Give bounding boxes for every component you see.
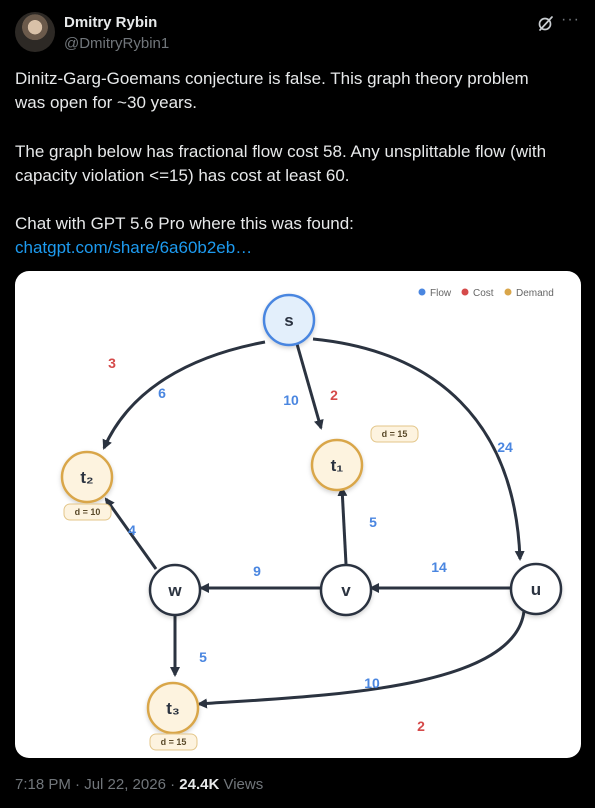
node-t1: t₁ bbox=[310, 438, 364, 492]
grok-icon[interactable] bbox=[537, 14, 555, 32]
edge-s-t1-flow: 10 bbox=[283, 392, 299, 408]
demand-t1-text: d = 15 bbox=[382, 429, 408, 439]
edge-w-t2-flow: 4 bbox=[128, 522, 136, 538]
demand-badge-t1: d = 15 bbox=[370, 425, 419, 443]
demand-t2-text: d = 10 bbox=[75, 507, 101, 517]
author-handle[interactable]: @DmitryRybin1 bbox=[64, 35, 170, 52]
demand-badge-t2: d = 10 bbox=[63, 503, 112, 521]
node-u: u bbox=[509, 562, 563, 616]
post-text-line-1: Dinitz-Garg-Goemans conjecture is false.… bbox=[15, 69, 529, 88]
demand-badge-t3: d = 15 bbox=[149, 733, 198, 751]
post-timestamp[interactable]: 7:18 PM · Jul 22, 2026 · bbox=[15, 776, 180, 793]
post-metadata: 7:18 PM · Jul 22, 2026 · 24.4K Views bbox=[15, 776, 263, 793]
graph-image[interactable]: Flow Cost Demand 3 6 10 2 24 5 4 9 14 bbox=[15, 271, 581, 758]
edge-s-t2-flow: 6 bbox=[158, 385, 166, 401]
node-u-label: u bbox=[531, 580, 541, 599]
node-t1-label: t₁ bbox=[331, 456, 344, 475]
node-t3-label: t₃ bbox=[166, 699, 180, 718]
post-text-line-3: The graph below has fractional flow cost… bbox=[15, 142, 547, 161]
edge-u-t3-flow: 10 bbox=[364, 675, 380, 691]
edge-v-t1-flow: 5 bbox=[369, 514, 377, 530]
edge-v-t1 bbox=[337, 486, 348, 565]
legend-cost-dot bbox=[461, 288, 469, 296]
views-count: 24.4K bbox=[179, 776, 220, 793]
edge-u-v-flow: 14 bbox=[431, 559, 447, 575]
legend-flow-label: Flow bbox=[430, 288, 452, 299]
views-label: Views bbox=[219, 776, 264, 793]
node-w: w bbox=[148, 563, 202, 617]
post-text-line-5: Chat with GPT 5.6 Pro where this was fou… bbox=[15, 214, 354, 233]
legend-cost-label: Cost bbox=[473, 288, 494, 299]
author-name[interactable]: Dmitry Rybin bbox=[64, 14, 158, 31]
legend-flow-dot bbox=[418, 288, 426, 296]
edge-v-w-flow: 9 bbox=[253, 563, 261, 579]
edge-s-u-flow: 24 bbox=[497, 439, 513, 455]
edge-w-t2 bbox=[104, 497, 158, 570]
node-s-label: s bbox=[284, 311, 293, 330]
edge-u-t3-cost: 2 bbox=[417, 718, 425, 734]
edge-s-t2 bbox=[102, 340, 266, 450]
edge-s-u bbox=[312, 337, 525, 561]
chat-share-link[interactable]: chatgpt.com/share/6a60b2eb… bbox=[15, 238, 253, 257]
node-w-label: w bbox=[167, 581, 182, 600]
edge-s-t2-cost: 3 bbox=[108, 355, 116, 371]
node-t2: t₂ bbox=[60, 450, 114, 504]
legend-demand-dot bbox=[504, 288, 512, 296]
edge-s-t1-cost: 2 bbox=[330, 387, 338, 403]
more-options-icon[interactable]: ··· bbox=[561, 11, 580, 28]
node-v: v bbox=[319, 563, 373, 617]
node-s: s bbox=[262, 293, 316, 347]
edge-w-t3-flow: 5 bbox=[199, 649, 207, 665]
post-text-line-2: was open for ~30 years. bbox=[15, 93, 197, 112]
node-v-label: v bbox=[341, 581, 351, 600]
edge-u-t3 bbox=[197, 610, 526, 709]
edge-s-t1 bbox=[295, 343, 324, 430]
legend-demand-label: Demand bbox=[516, 288, 554, 299]
post-text-line-4: capacity violation <=15) has cost at lea… bbox=[15, 166, 350, 185]
node-t3: t₃ bbox=[146, 681, 200, 735]
author-avatar[interactable] bbox=[15, 12, 55, 52]
demand-t3-text: d = 15 bbox=[161, 737, 187, 747]
node-t2-label: t₂ bbox=[80, 468, 93, 487]
